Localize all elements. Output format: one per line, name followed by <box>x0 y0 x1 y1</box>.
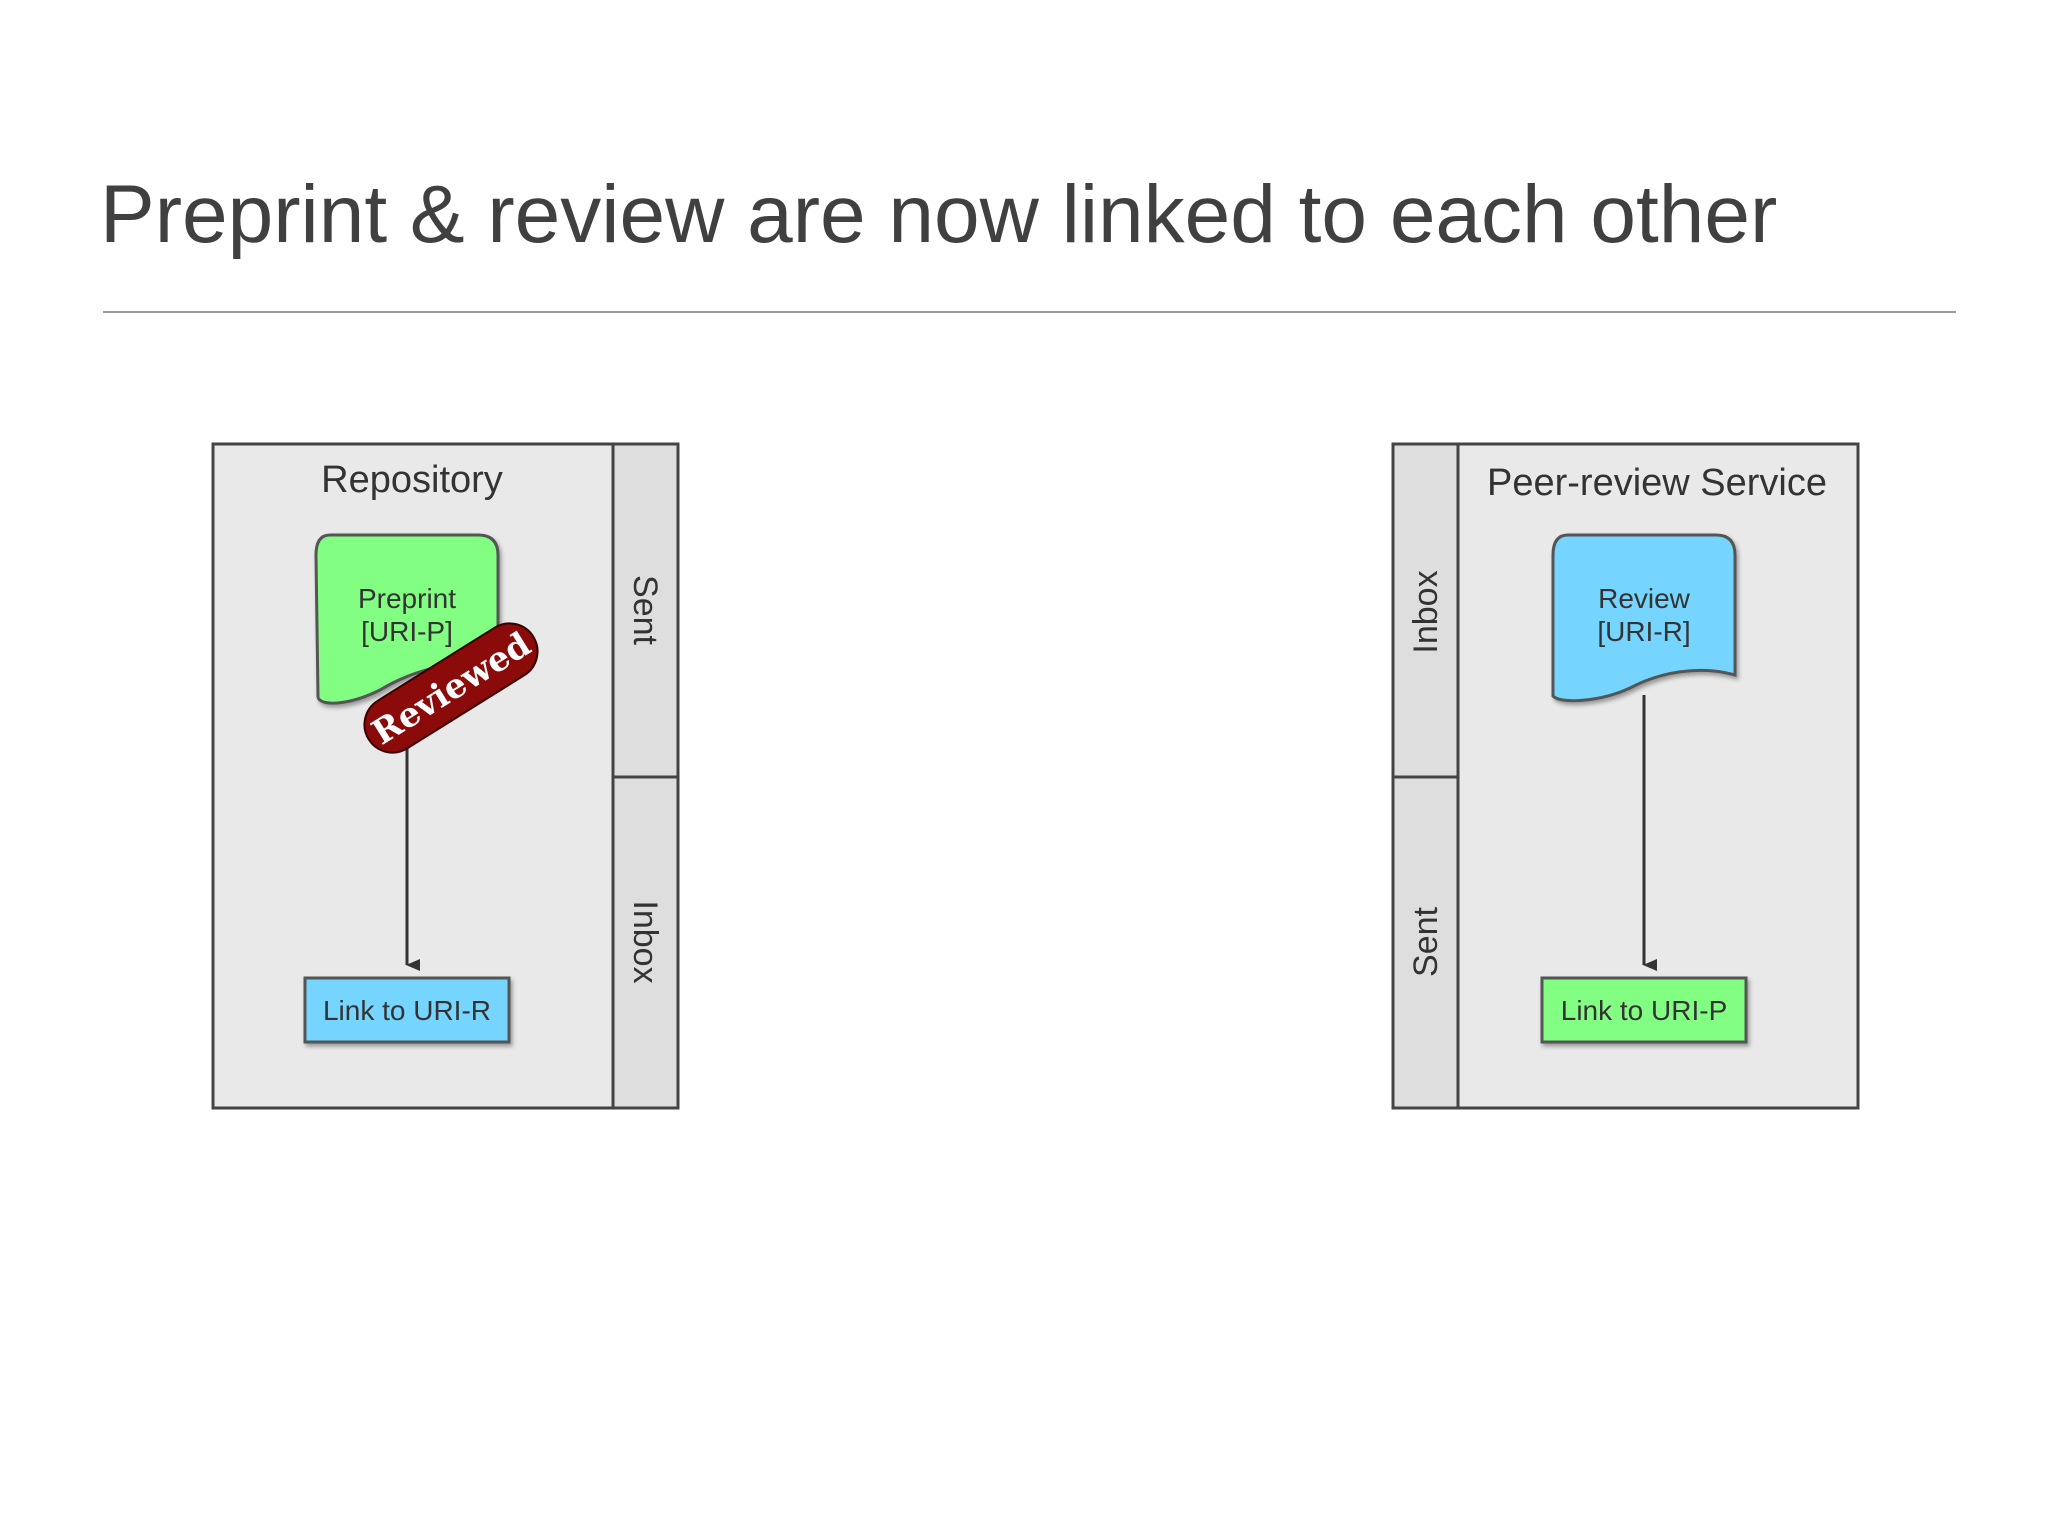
review-document-line1: Review <box>1598 583 1691 614</box>
preprint-document-line1: Preprint <box>358 583 456 614</box>
repository-title: Repository <box>321 459 503 501</box>
repository-link-label: Link to URI-R <box>323 995 491 1026</box>
service-inbox-label: Inbox <box>1407 570 1445 653</box>
slide-title: Preprint & review are now linked to each… <box>100 169 1778 260</box>
service-sent-tab[interactable] <box>1391 775 1460 1110</box>
repository-sent-tab[interactable] <box>611 442 680 779</box>
repository-container: Repository Sent Inbox Preprint [URI-P] R… <box>211 442 680 1110</box>
review-document[interactable] <box>1551 533 1737 703</box>
review-document-shape <box>1551 533 1737 703</box>
service-title: Peer-review Service <box>1487 462 1827 504</box>
repository-inbox-label: Inbox <box>626 900 664 983</box>
service-container: Peer-review Service Inbox Sent Review [U… <box>1391 442 1860 1110</box>
service-link-label: Link to URI-P <box>1561 995 1728 1026</box>
review-document-line2: [URI-R] <box>1597 616 1690 647</box>
service-link-box[interactable] <box>1540 976 1748 1044</box>
repository-sent-label: Sent <box>626 575 664 645</box>
preprint-document-line2: [URI-P] <box>361 616 453 647</box>
title-divider <box>103 311 1956 313</box>
repository-inbox-tab[interactable] <box>611 775 680 1110</box>
repository-link-box[interactable] <box>303 976 511 1044</box>
service-inbox-tab[interactable] <box>1391 442 1460 779</box>
service-sent-label: Sent <box>1407 906 1445 976</box>
